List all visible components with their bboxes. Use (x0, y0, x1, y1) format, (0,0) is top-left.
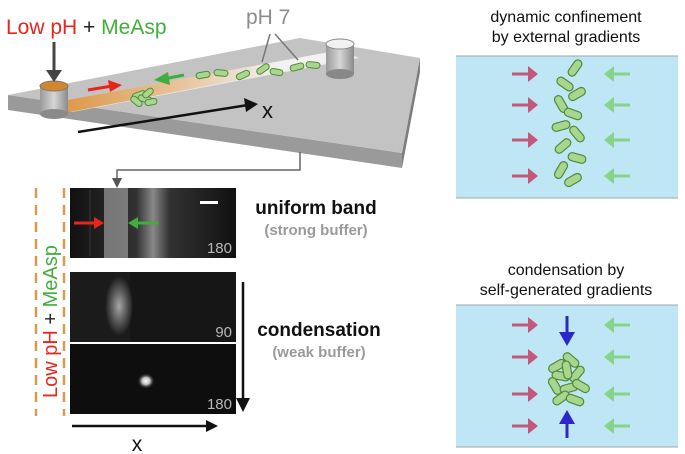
side-vertical-label: Low pH + MeAsp (40, 245, 62, 398)
top-schematic (456, 55, 678, 199)
bottom-green-arrow-0-head (604, 317, 614, 333)
bottom-schematic-title-1: condensation by (508, 262, 625, 279)
scale-bar (200, 201, 218, 204)
frame2-time: 90 (215, 324, 232, 341)
uniform-band-sub: (strong buffer) (264, 222, 367, 239)
top-cells (551, 59, 587, 188)
channel-gradient (40, 52, 358, 112)
device-slab-front (8, 95, 402, 168)
device-inlet-label: Low pH + MeAsp (6, 16, 167, 39)
dispersed-cells (195, 61, 321, 81)
device-to-frame-bracket (116, 152, 301, 182)
cell-cluster-device (130, 87, 158, 108)
ph7-label: pH 7 (246, 6, 290, 29)
top-gradient-arrows (512, 66, 630, 184)
device-slab-side (402, 58, 420, 168)
device-x-label: x (262, 98, 273, 123)
top-pink-arrow-2-head (528, 132, 538, 148)
bottom-green-arrow-1-head (604, 349, 614, 365)
bottom-gradient-arrows (512, 317, 630, 434)
top-green-arrow-0-head (604, 66, 614, 82)
top-green-arrow-3-head (604, 168, 614, 184)
inlet-liquid (39, 80, 69, 92)
bottom-pink-arrow-2-head (528, 386, 538, 402)
bottom-cell-cluster (547, 352, 590, 407)
red-arrow-device (87, 84, 113, 92)
bottom-green-arrow-2-head (604, 386, 614, 402)
uniform-band-title: uniform band (255, 198, 376, 219)
frames-x-label: x (132, 433, 143, 454)
top-pink-arrow-0-head (528, 66, 538, 82)
top-pink-arrow-1-head (528, 97, 538, 113)
bottom-schematic (456, 304, 678, 448)
microfluidic-device (8, 33, 420, 168)
frame1-time: 180 (207, 240, 232, 257)
top-schematic-title-2: by external gradients (492, 29, 641, 46)
top-green-arrow-2-head (604, 132, 614, 148)
top-green-arrow-1-head (604, 97, 614, 113)
condensation-sub: (weak buffer) (272, 344, 365, 361)
bottom-pink-arrow-0-head (528, 317, 538, 333)
bottom-pink-arrow-3-head (528, 418, 538, 434)
condensed-spot (137, 373, 155, 389)
bottom-green-arrow-3-head (604, 418, 614, 434)
device-x-axis (77, 103, 249, 134)
frame-condensation-90 (70, 272, 236, 342)
top-pink-arrow-3-head (528, 168, 538, 184)
bottom-schematic-title-2: self-generated gradients (480, 282, 653, 299)
condensation-title: condensation (257, 320, 381, 341)
frame3-time: 180 (207, 396, 232, 413)
bottom-pink-arrow-1-head (528, 349, 538, 365)
microscopy-frames: 180 90 180 x (70, 188, 236, 454)
top-schematic-title-1: dynamic confinement (490, 9, 642, 26)
